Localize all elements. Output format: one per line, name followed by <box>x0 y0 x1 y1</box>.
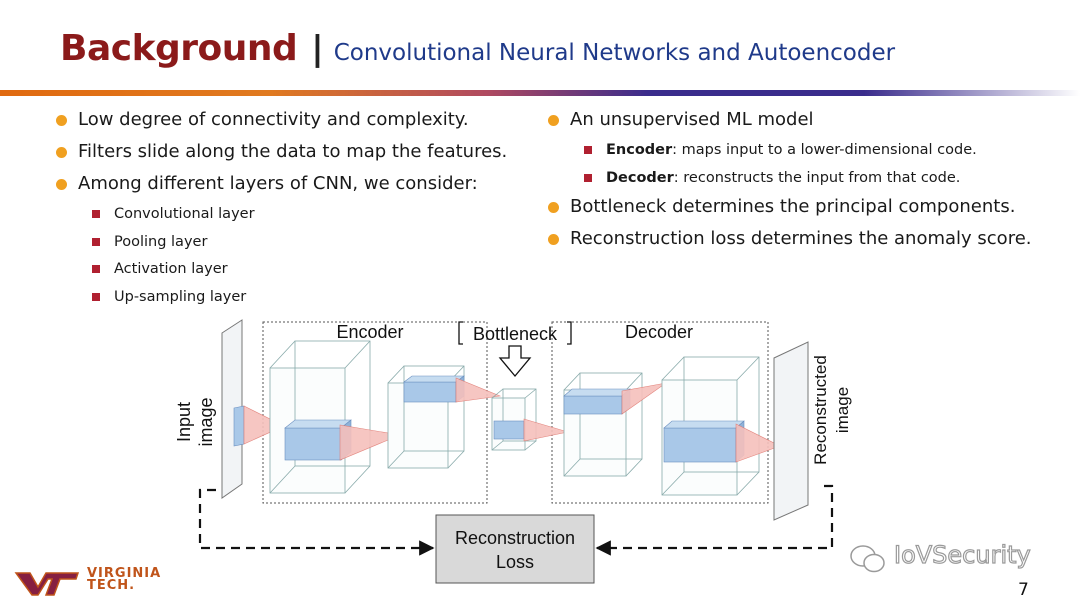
bullet-text: Low degree of connectivity and complexit… <box>78 109 469 130</box>
bullet-text: An unsupervised ML model <box>570 109 814 130</box>
title-subtitle: Convolutional Neural Networks and Autoen… <box>333 40 896 66</box>
input-receptive-field <box>233 405 245 447</box>
watermark-text: IoVSecurity <box>893 540 1031 569</box>
left-bullet-list: Low degree of connectivity and complexit… <box>56 108 507 314</box>
wechat-watermark-icon <box>850 545 885 573</box>
sub-bullet-text: Convolutional layer <box>114 206 255 222</box>
decoder-frame <box>551 321 769 504</box>
bottleneck-feature-slab <box>493 420 525 440</box>
bullet-item: Filters slide along the data to map the … <box>56 140 507 172</box>
right-bullet-list: An unsupervised ML model Encoder: maps i… <box>548 108 1032 259</box>
bottleneck-bracket-right <box>567 321 572 345</box>
title-main: Background <box>60 28 298 69</box>
bullet-text: Among different layers of CNN, we consid… <box>78 173 478 194</box>
bullet-square-icon <box>92 292 100 301</box>
sub-bullet-item: Encoder: maps input to a lower-dimension… <box>582 140 1032 168</box>
output-to-loss-connector <box>595 484 834 556</box>
bullet-dot-icon <box>56 179 67 190</box>
encoder-feature-slab-2 <box>403 375 465 403</box>
bottleneck-label: Bottleneck <box>473 324 558 344</box>
encoder-cone-2 <box>455 377 502 403</box>
bullet-item: Among different layers of CNN, we consid… <box>56 172 507 204</box>
sub-bullet-item: Up-sampling layer <box>90 287 507 315</box>
input-image-plate <box>221 319 243 499</box>
autoencoder-diagram: Encoder Bottleneck Decoder Input image R… <box>174 319 852 584</box>
sub-bullet-item: Pooling layer <box>90 232 507 260</box>
bullet-dot-icon <box>56 115 67 126</box>
bullet-square-icon <box>92 210 100 218</box>
decoder-feature-slab-1 <box>563 388 631 415</box>
sub-bullet-item: Decoder: reconstructs the input from tha… <box>582 168 1032 196</box>
encoder-cone-1 <box>339 424 402 461</box>
input-label-line1: Input <box>174 402 194 442</box>
decoder-term: Decoder <box>606 169 674 186</box>
decoder-description: : reconstructs the input from that code. <box>673 169 961 186</box>
sub-bullet-text: Activation layer <box>114 261 228 277</box>
logo-line2: TECH. <box>87 578 136 593</box>
decoder-feature-slab-2 <box>663 420 745 463</box>
loss-label-line2: Loss <box>496 552 534 572</box>
decoder-cone-2 <box>735 423 781 463</box>
bottleneck-block <box>491 388 537 451</box>
logo-line1: VIRGINIA <box>87 566 162 581</box>
input-label-line2: image <box>196 397 216 446</box>
bullet-dot-icon <box>548 115 559 126</box>
bottleneck-bracket-left <box>458 321 463 345</box>
bullet-text: Reconstruction loss determines the anoma… <box>570 228 1032 249</box>
bullet-item: Low degree of connectivity and complexit… <box>56 108 507 140</box>
sub-bullet-text: Pooling layer <box>114 233 208 250</box>
reconstructed-image-label: Reconstructed image <box>811 355 852 465</box>
bullet-dot-icon <box>548 234 559 245</box>
sub-bullet-text: Up-sampling layer <box>114 288 247 305</box>
bottleneck-down-arrow-icon <box>498 345 532 378</box>
bullet-square-icon <box>92 237 100 246</box>
page-number: 7 <box>1018 580 1029 600</box>
bullet-text: Bottleneck determines the principal comp… <box>570 196 1016 217</box>
decoder-label: Decoder <box>625 322 693 342</box>
recon-label-line1: Reconstructed <box>811 355 830 465</box>
input-projection-cone <box>243 405 285 445</box>
decoder-cone-1 <box>621 382 667 415</box>
bullet-square-icon <box>92 265 100 273</box>
bullet-item: Bottleneck determines the principal comp… <box>548 195 1032 227</box>
recon-label-line2: image <box>833 387 852 433</box>
bullet-item: Reconstruction loss determines the anoma… <box>548 227 1032 259</box>
bullet-square-icon <box>584 146 592 154</box>
loss-label-line1: Reconstruction <box>455 528 575 548</box>
virginia-tech-wordmark: VIRGINIA TECH. <box>87 566 162 593</box>
reconstruction-loss-box <box>435 514 595 584</box>
bottleneck-cone <box>523 418 569 442</box>
sub-bullet-item: Activation layer <box>90 259 507 287</box>
title-rule <box>0 90 1080 96</box>
encoder-frame <box>262 321 488 504</box>
title-separator: | <box>311 29 324 69</box>
bullet-item: An unsupervised ML model <box>548 108 1032 140</box>
encoder-description: : maps input to a lower-dimensional code… <box>672 142 977 158</box>
sub-bullet-item: Convolutional layer <box>90 204 507 232</box>
encoder-term: Encoder <box>606 142 673 158</box>
slide-title: Background | Convolutional Neural Networks… <box>60 28 895 69</box>
bullet-text: Filters slide along the data to map the … <box>78 141 508 162</box>
bullet-dot-icon <box>548 202 559 213</box>
reconstructed-image-plate <box>773 341 809 521</box>
bullet-dot-icon <box>56 147 67 158</box>
bullet-square-icon <box>584 173 592 182</box>
encoder-label: Encoder <box>336 322 403 342</box>
input-to-loss-connector <box>198 488 435 556</box>
input-image-label: Input image <box>174 397 216 446</box>
encoder-block-large <box>269 340 371 494</box>
virginia-tech-logo-icon <box>14 572 80 596</box>
